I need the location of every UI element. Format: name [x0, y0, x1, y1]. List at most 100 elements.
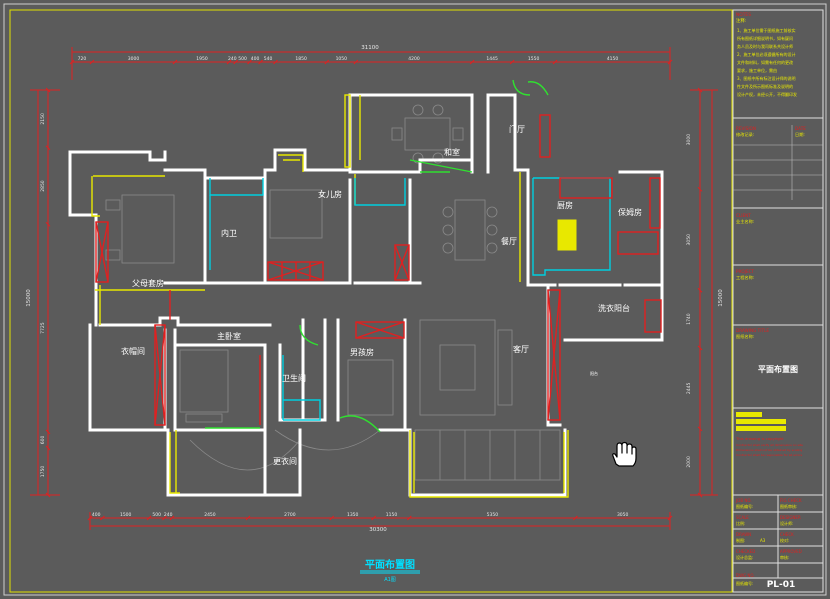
dimension-lines: [30, 47, 718, 530]
bottom-dim-label: 500: [152, 512, 161, 518]
left-total-dim: 15000: [26, 289, 32, 307]
notes-line: 要求，施工单位，需由: [737, 67, 777, 73]
title-block: [732, 9, 824, 593]
bottom-dim-label: 2700: [284, 512, 296, 518]
cabinet-layer: [95, 114, 662, 426]
dim-tick: [45, 221, 51, 227]
bottom-dim-label: 5350: [487, 512, 499, 518]
right-dim-label: 3000: [686, 134, 692, 146]
drawing-subtitle: A1图: [384, 577, 396, 583]
revision-zh: 修改记录:: [736, 131, 754, 138]
bottom-dim-label: 1150: [386, 512, 398, 518]
bottom-dim-label: 1500: [120, 512, 132, 518]
dim-tick: [226, 59, 232, 65]
dim-tick: [552, 59, 558, 65]
drawing-title: 平面布置图: [365, 558, 415, 571]
check-zh: 校对:: [780, 537, 789, 543]
dim-tick: [45, 492, 51, 498]
dim-tick: [329, 515, 335, 521]
sheet-outer-border: [3, 3, 827, 596]
dim-tick: [162, 515, 167, 521]
bottom-dim-label: 400: [92, 512, 101, 518]
room-label-bath-inner: 内卫: [221, 228, 237, 238]
scale-zh: 比例:: [736, 520, 745, 526]
wall-layer: [68, 93, 664, 497]
dim-tick: [273, 59, 278, 65]
fig-check-head: FIG CHECK: [780, 498, 802, 503]
checked-head: CHECKED: [736, 549, 755, 554]
room-label-balcony: 阳台: [590, 370, 598, 376]
dim-tick: [258, 59, 263, 65]
notes-line: 务人员及时与我司联系共设计师: [737, 43, 793, 49]
top-total-dim: 31100: [361, 45, 379, 51]
bottom-dim-label: 3050: [617, 512, 629, 518]
room-label-closet: 衣帽间: [121, 346, 145, 356]
room-label-bathroom: 卫生间: [282, 373, 306, 383]
dim-tick: [697, 426, 703, 432]
window-layer: [91, 94, 569, 498]
left-dim-label: 1750: [40, 466, 46, 478]
date-head: DATE: [795, 126, 806, 131]
dim-tick: [233, 59, 239, 65]
dim-tick: [45, 145, 51, 151]
dim-tick: [667, 59, 673, 65]
bottom-total-dim: 30300: [369, 527, 387, 533]
room-label-parents: 父母套房: [132, 278, 164, 288]
client-zh: 业主名称:: [736, 218, 754, 225]
right-dim-label: 1740: [686, 313, 692, 325]
drawing-title-zh: 图纸名称:: [736, 333, 754, 340]
right-dim-label: 2445: [686, 382, 692, 394]
job-no-zh: 图纸编号:: [736, 503, 753, 509]
dim-tick: [247, 59, 252, 65]
dim-tick: [697, 345, 703, 351]
dim-tick: [69, 59, 75, 65]
approved-zh: 审核:: [780, 554, 789, 560]
notes-line: 1、施工单位需于图纸施工前核实: [737, 27, 796, 33]
sheet-inner-border: [9, 9, 733, 593]
room-label-dressing: 更衣间: [273, 456, 297, 466]
right-dim-label: 2000: [686, 456, 692, 468]
notes-line: 文件和材料，如需有任何的更改: [737, 59, 793, 65]
dim-tick: [245, 515, 251, 521]
right-dim-label: 3050: [686, 234, 692, 246]
room-label-master: 主卧室: [217, 331, 241, 341]
dim-tick: [45, 429, 51, 435]
dim-tick: [697, 186, 703, 192]
top-dim-label: 4200: [408, 56, 420, 62]
dim-tick: [89, 59, 95, 65]
furniture-layer: [105, 104, 561, 481]
right-dim-labels: 3000 3050 1740 2445 2000: [686, 134, 692, 468]
notes-line: 性文件及所示图纸标准及说明的: [737, 83, 793, 89]
top-dim-label: 540: [264, 56, 273, 62]
copyright-head: This drawing is copyright: [735, 436, 784, 441]
dimension-ticks: [45, 59, 703, 521]
dim-tick: [45, 445, 51, 451]
left-dim-label: 600: [40, 435, 46, 444]
dwg-no-zh: 图纸编号:: [736, 580, 753, 586]
dim-tick: [697, 492, 703, 498]
notes-line: 设计产权，未经公开，不得翻印发: [737, 91, 797, 97]
bottom-dim-label: 1350: [347, 512, 359, 518]
room-label-foyer: 门厅: [509, 124, 525, 134]
notes-zh: 注释:: [736, 17, 746, 24]
designer-zh: 设计师:: [780, 520, 793, 526]
left-dim-label: 2150: [40, 113, 46, 125]
dim-tick: [45, 87, 51, 93]
date-zh: 日期:: [795, 132, 805, 138]
dim-tick: [353, 59, 359, 65]
drawn-head: DRAWN: [736, 532, 751, 537]
dim-tick: [87, 515, 93, 521]
top-dim-label: 500: [238, 56, 247, 62]
designer-head: DESIGNER: [780, 515, 801, 520]
dim-tick: [100, 515, 105, 521]
room-label-boy: 男孩房: [350, 347, 374, 357]
notes-head: NOTES: [736, 12, 751, 18]
door-layer: [205, 79, 549, 433]
client-head: CLIENT: [736, 213, 751, 218]
copyright-line: Contractor shall verify all dimensions o…: [736, 443, 803, 447]
drawn-zh: 制图:: [736, 537, 745, 543]
top-dim-label: 4150: [607, 56, 619, 62]
